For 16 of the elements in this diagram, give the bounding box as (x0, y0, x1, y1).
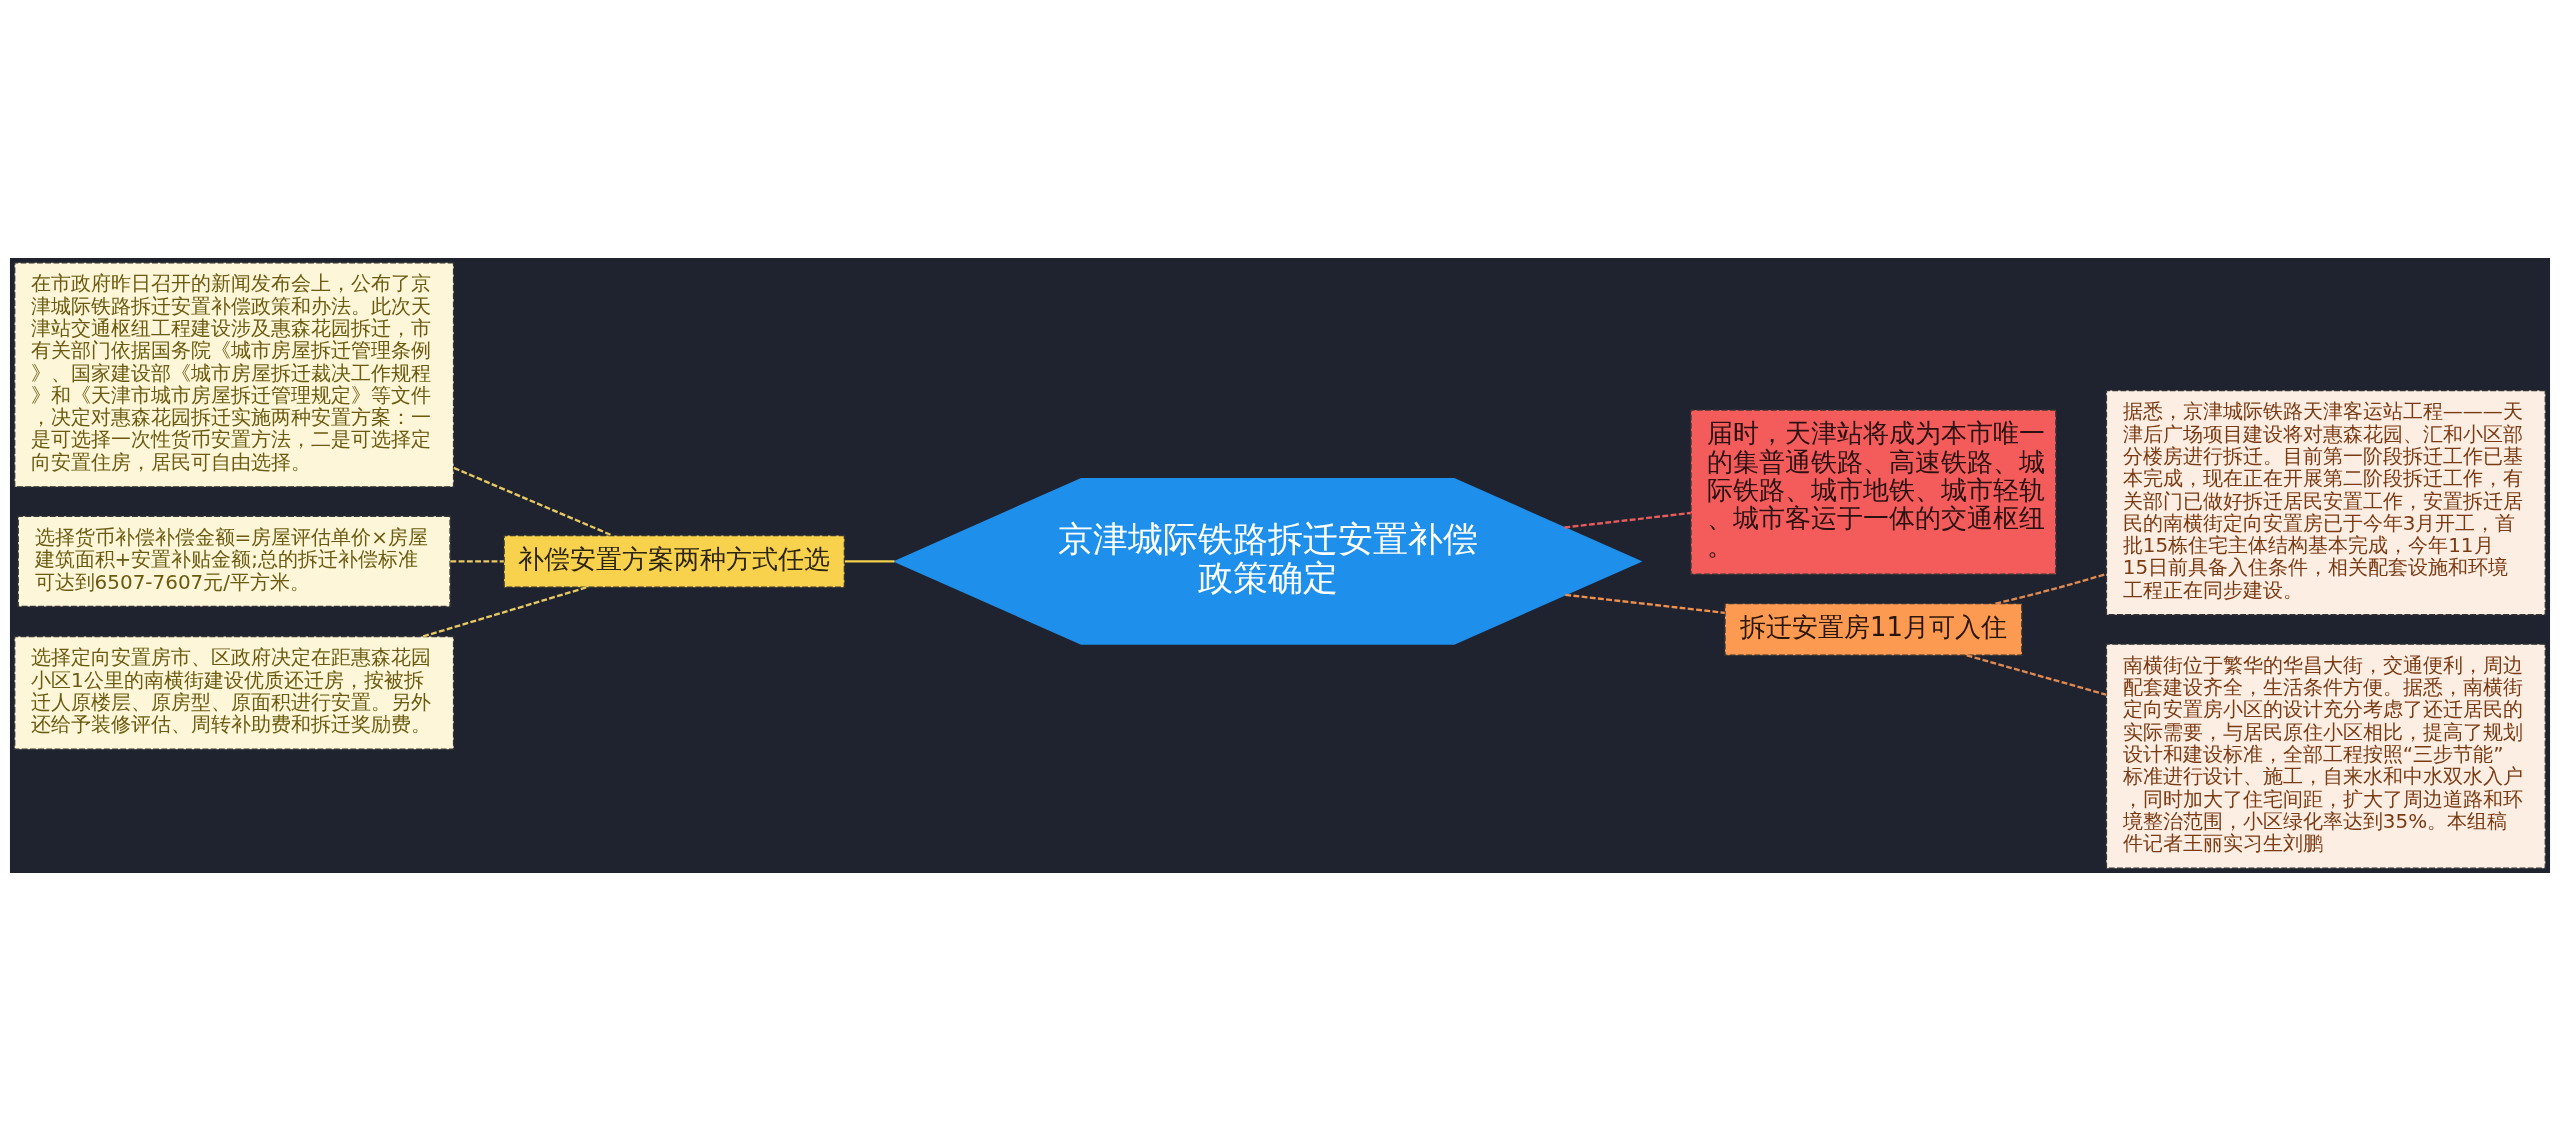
connector (1565, 593, 1725, 614)
connector (1966, 654, 2107, 696)
connector (1995, 572, 2107, 605)
connector (1564, 511, 1691, 529)
node-box: 拆迁安置房11月可入住 (1724, 602, 2023, 656)
node-box: 届时，天津站将成为本市唯一的集普通铁路、高速铁路、城际铁路、城市地铁、城市轻轨、城市客运于一体的交通枢纽。 (1690, 409, 2057, 575)
connector (450, 560, 504, 563)
node-box: 选择定向安置房市、区政府决定在距惠森花园小区1公里的南横街建设优质还迁房，按被拆迁人原楼层、原房型、原面积进行安置。另外还给予装修评估、周转补助费和拆迁奖励费。 (13, 635, 455, 750)
node-box: 补偿安置方案两种方式任选 (503, 534, 846, 588)
connector (422, 586, 588, 638)
connector (844, 560, 895, 563)
node-box: 在市政府昨日召开的新闻发布会上，公布了京津城际铁路拆迁安置补偿政策和办法。此次天津站交通枢纽工程建设涉及惠森花园拆迁，市有关部门依据国务院《城市房屋拆迁管理条例》、国家建设部《城市房屋拆迁裁决工作规程》和《天津市城市房屋拆迁管理规定》等文件，决定对惠森花园拆迁实施两种安置方案：一是可选择一次性货币安置方法，二是可选择定向安置住房，居民可自由选择。 (13, 262, 455, 488)
connector (453, 466, 613, 537)
node-box: 选择货币补偿补偿金额=房屋评估单价×房屋建筑面积+安置补贴金额;总的拆迁补偿标准可达到6507-7607元/平方米。 (17, 515, 451, 608)
node-box: 南横街位于繁华的华昌大街，交通便利，周边配套建设齐全，生活条件方便。据悉，南横街定向安置房小区的设计充分考虑了还迁居民的实际需要，与居民原住小区相比，提高了规划设计和建设标准，全部工程按照“三步节能”标准进行设计、施工，自来水和中水双水入户，同时加大了住宅间距，扩大了周边道路和环境整治范围，小区绿化率达到35%。本组稿件记者王丽实习生刘鹏 (2105, 643, 2547, 869)
node-box: 据悉，京津城际铁路天津客运站工程———天津后广场项目建设将对惠森花园、汇和小区部分楼房进行拆迁。目前第一阶段拆迁工作已基本完成，现在正在开展第二阶段拆迁工作，有关部门已做好拆迁居民安置工作，安置拆迁居民的南横街定向安置房已于今年3月开工，首批15栋住宅主体结构基本完成，今年11月15日前具备入住条件，相关配套设施和环境工程正在同步建设。 (2105, 389, 2547, 616)
